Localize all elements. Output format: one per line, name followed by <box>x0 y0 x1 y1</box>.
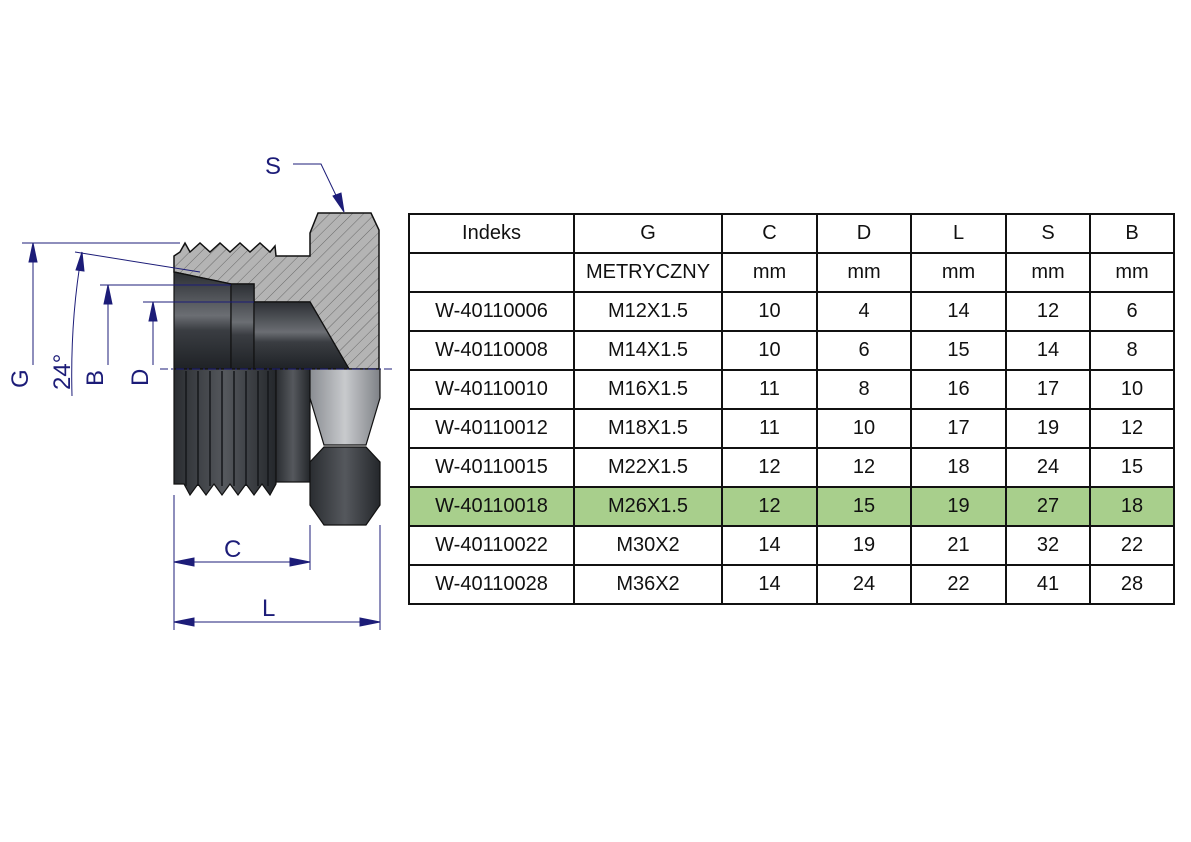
table-cell: 17 <box>910 408 1007 449</box>
table-cell: 4 <box>816 291 912 332</box>
table-cell: 19 <box>1005 408 1091 449</box>
table-cell: mm <box>1005 252 1091 293</box>
table-cell: 12 <box>721 486 818 527</box>
table-cell: mm <box>816 252 912 293</box>
table-cell: 10 <box>721 291 818 332</box>
neck <box>275 368 311 483</box>
table-cell: M30X2 <box>573 525 723 566</box>
table-cell: 22 <box>910 564 1007 605</box>
table-cell: 12 <box>816 447 912 488</box>
table-cell: mm <box>721 252 818 293</box>
table-cell: 15 <box>910 330 1007 371</box>
table-cell: mm <box>1089 252 1175 293</box>
table-cell: 24 <box>816 564 912 605</box>
table-cell: 14 <box>721 525 818 566</box>
table-cell: 12 <box>1089 408 1175 449</box>
label-d: D <box>127 369 154 386</box>
table-cell: 17 <box>1005 369 1091 410</box>
table-cell: 24 <box>1005 447 1091 488</box>
label-s: S <box>265 153 281 180</box>
table-cell: 18 <box>1089 486 1175 527</box>
table-cell: 27 <box>1005 486 1091 527</box>
label-angle: 24° <box>49 354 76 390</box>
table-cell: B <box>1089 213 1175 254</box>
table-cell: 32 <box>1005 525 1091 566</box>
table-cell: 10 <box>816 408 912 449</box>
hex-face-dark <box>309 446 381 526</box>
table-cell: 11 <box>721 408 818 449</box>
label-c: C <box>224 536 241 563</box>
table-cell: mm <box>910 252 1007 293</box>
table-cell: 21 <box>910 525 1007 566</box>
table-cell: 12 <box>721 447 818 488</box>
table-cell: 6 <box>1089 291 1175 332</box>
table-cell: W-40110022 <box>408 525 575 566</box>
thread-outer <box>173 368 277 497</box>
table-cell: 6 <box>816 330 912 371</box>
table-cell: 16 <box>910 369 1007 410</box>
table-cell: W-40110008 <box>408 330 575 371</box>
fitting-drawing: S G 24° B D C L <box>7 153 392 630</box>
table-cell <box>408 252 575 293</box>
table-cell: W-40110018 <box>408 486 575 527</box>
table-cell: W-40110015 <box>408 447 575 488</box>
table-cell: W-40110010 <box>408 369 575 410</box>
table-cell: M16X1.5 <box>573 369 723 410</box>
table-cell: L <box>910 213 1007 254</box>
label-l: L <box>262 595 275 622</box>
table-cell: 8 <box>1089 330 1175 371</box>
table-cell: 14 <box>1005 330 1091 371</box>
table-cell: 28 <box>1089 564 1175 605</box>
table-cell: C <box>721 213 818 254</box>
table-cell: M26X1.5 <box>573 486 723 527</box>
table-cell: M12X1.5 <box>573 291 723 332</box>
table-cell: 12 <box>1005 291 1091 332</box>
table-cell: 15 <box>816 486 912 527</box>
table-cell: W-40110006 <box>408 291 575 332</box>
table-cell: M14X1.5 <box>573 330 723 371</box>
hex-face-light <box>309 368 381 446</box>
table-cell: W-40110012 <box>408 408 575 449</box>
table-cell: S <box>1005 213 1091 254</box>
table-cell: W-40110028 <box>408 564 575 605</box>
table-cell: 11 <box>721 369 818 410</box>
table-cell: 15 <box>1089 447 1175 488</box>
label-g: G <box>7 369 34 388</box>
table-cell: 10 <box>721 330 818 371</box>
label-b: B <box>82 370 109 386</box>
table-cell: 14 <box>910 291 1007 332</box>
table-cell: 10 <box>1089 369 1175 410</box>
table-cell: G <box>573 213 723 254</box>
table-cell: D <box>816 213 912 254</box>
table-cell: 14 <box>721 564 818 605</box>
groove <box>230 283 255 370</box>
table-cell: Indeks <box>408 213 575 254</box>
bore <box>173 271 232 370</box>
table-cell: 19 <box>816 525 912 566</box>
table-cell: 22 <box>1089 525 1175 566</box>
table-cell: 19 <box>910 486 1007 527</box>
table-cell: M18X1.5 <box>573 408 723 449</box>
table-cell: 8 <box>816 369 912 410</box>
table-cell: M36X2 <box>573 564 723 605</box>
table-cell: M22X1.5 <box>573 447 723 488</box>
table-cell: 41 <box>1005 564 1091 605</box>
table-cell: 18 <box>910 447 1007 488</box>
table-cell: METRYCZNY <box>573 252 723 293</box>
